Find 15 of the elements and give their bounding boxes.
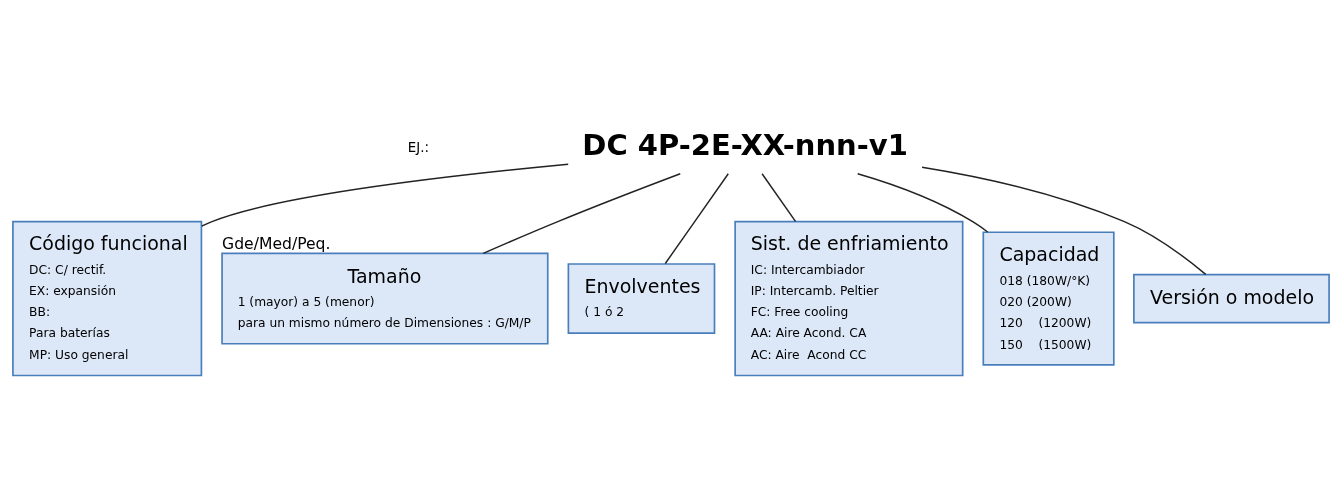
connector: [664, 173, 729, 265]
node-box: Sist. de enfriamiento IC: Intercambiador IP: Intercamb. Peltier FC: Free cooling AA: Aire Acond. CA AC: Aire Acond CC: [734, 220, 964, 377]
connector: [482, 173, 681, 255]
connector: [921, 166, 1207, 276]
label: EJ.:: [407, 140, 429, 156]
node-box: Tamaño 1 (mayor) a 5 (menor) para un mismo número de Dimensiones : G/M/P: [221, 252, 549, 345]
connector: [201, 163, 569, 227]
connector: [761, 173, 797, 223]
node-text: DC 4P-2E-XX-nnn-v1: [582, 128, 908, 163]
node-label: Gde/Med/Peq.: [222, 235, 331, 254]
node-box: Envolventes ( 1 ó 2: [567, 263, 716, 334]
node-box: Código funcional DC: C/ rectif. EX: expansión BB: Para baterías MP: Uso general: [12, 220, 203, 377]
node-box: Versión o modelo: [1133, 273, 1330, 324]
node-box: Capacidad 018 (180W/°K) 020 (200W) 120 (1200W) 150 (1500W): [982, 231, 1115, 366]
connector: [856, 173, 989, 233]
